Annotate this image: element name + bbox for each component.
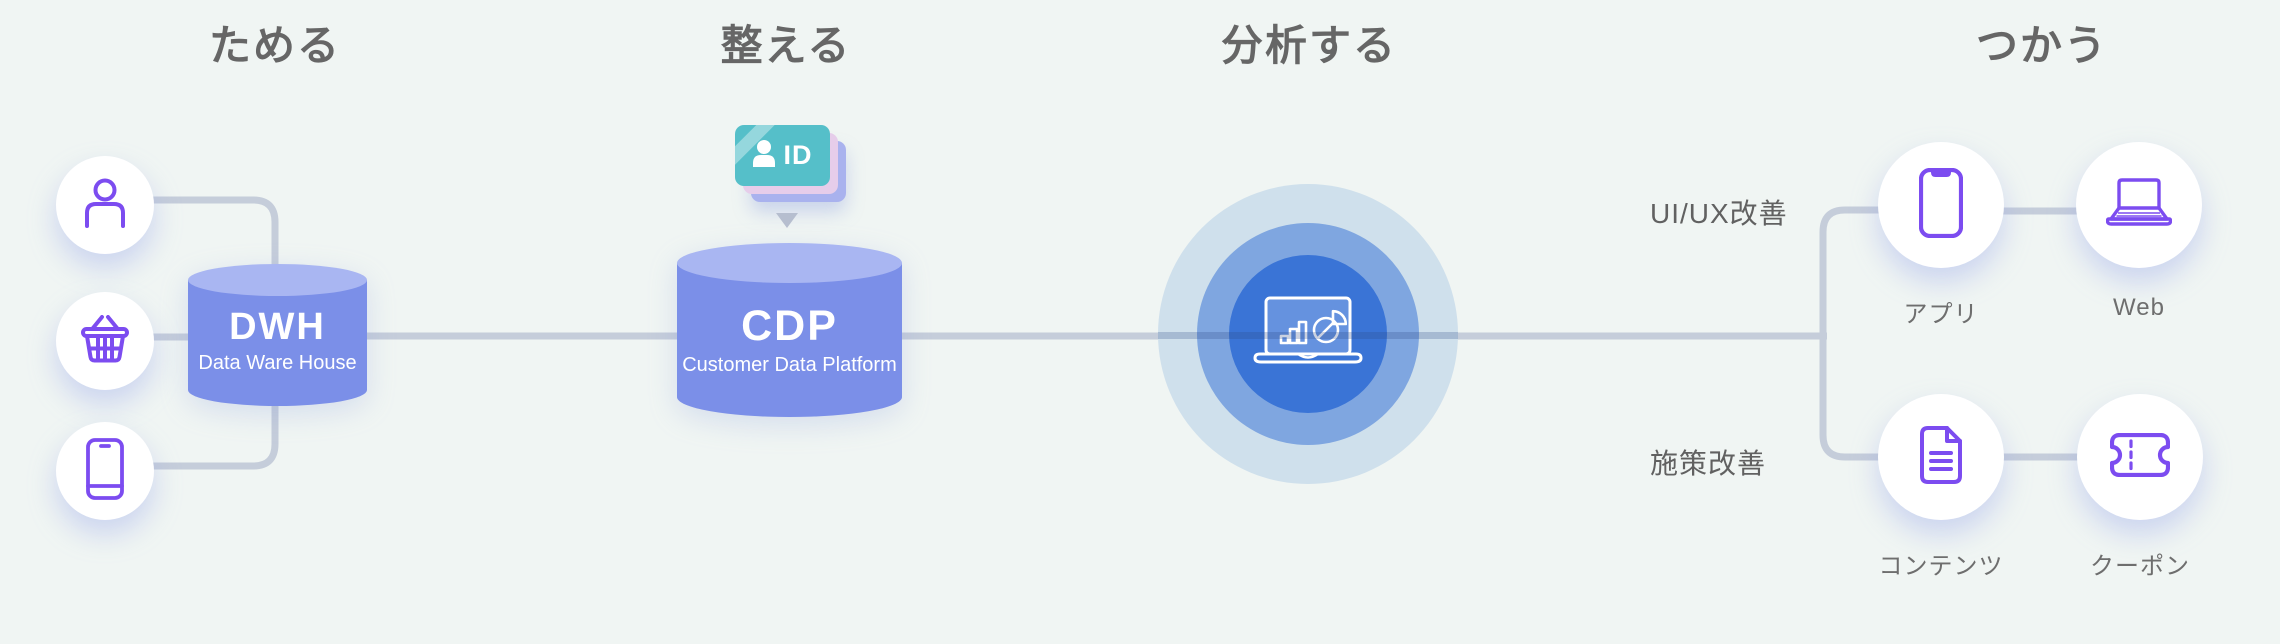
laptop-icon — [2105, 177, 2173, 233]
output-web-circle — [2076, 142, 2202, 268]
section-header-organize: 整える — [720, 22, 852, 69]
cdp-cylinder: CDP Customer Data Platform — [677, 243, 902, 417]
smartphone-icon — [86, 437, 124, 505]
shopping-basket-icon — [79, 314, 131, 368]
section-header-collect: ためる — [208, 22, 341, 69]
laptop-analytics-icon — [1253, 296, 1363, 373]
cdp-title: CDP — [741, 302, 838, 350]
ticket-icon — [2109, 432, 2171, 482]
arrow-down-icon — [776, 213, 798, 228]
cylinder-shape — [188, 264, 367, 406]
id-card-icon: ID — [735, 125, 830, 186]
output-contents-label: コンテンツ — [1878, 553, 2004, 580]
label-uiux-improvement: UI/UX改善 — [1650, 198, 1788, 229]
dwh-title: DWH — [229, 306, 326, 348]
output-contents-circle — [1878, 394, 2004, 520]
document-icon — [1918, 425, 1964, 489]
section-header-analyze: 分析する — [1220, 22, 1397, 69]
output-coupon-circle — [2077, 394, 2203, 520]
analysis-ring-inner — [1229, 255, 1387, 413]
output-coupon-label: クーポン — [2090, 553, 2190, 580]
label-policy-improvement: 施策改善 — [1650, 448, 1767, 479]
output-app-label: アプリ — [1903, 301, 1979, 328]
connector-user-to-dwh — [146, 196, 279, 268]
dwh-cylinder: DWH Data Ware House — [188, 263, 367, 407]
cdp-subtitle: Customer Data Platform — [682, 354, 897, 376]
cylinder-shape — [677, 243, 902, 417]
dwh-subtitle: Data Ware House — [198, 352, 357, 374]
user-badge-icon — [752, 139, 775, 172]
source-user-circle — [56, 156, 154, 254]
id-badge-label: ID — [783, 140, 813, 170]
source-purchase-circle — [56, 292, 154, 390]
user-icon — [83, 178, 127, 233]
smartphone-notch-icon — [1918, 167, 1964, 243]
connector-phone-to-dwh — [146, 402, 279, 470]
output-app-circle — [1878, 142, 2004, 268]
section-header-use: つかう — [1975, 22, 2108, 69]
line-through-analysis — [1158, 332, 1458, 339]
connector-output-branch — [1819, 206, 1882, 461]
output-web-label: Web — [2113, 294, 2165, 321]
source-mobile-circle — [56, 422, 154, 520]
